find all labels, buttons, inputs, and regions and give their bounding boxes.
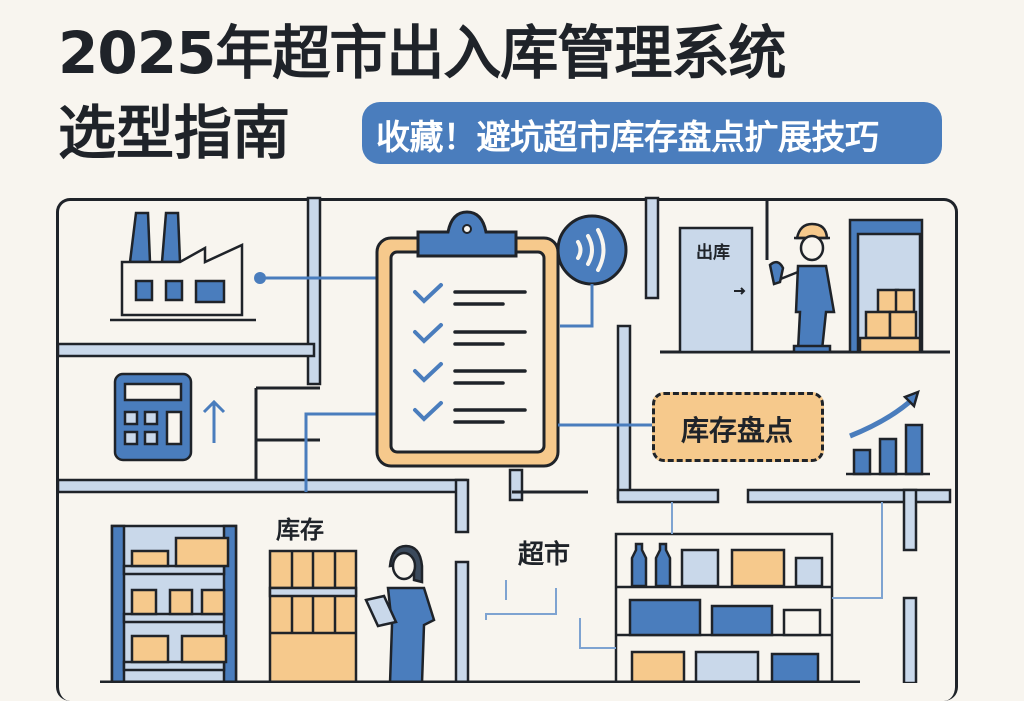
- warehouse-shelf-icon: [110, 524, 238, 683]
- box-stack-icon: [268, 549, 358, 683]
- cargo-shelf-icon: [848, 218, 924, 354]
- arrow-up-icon: [202, 399, 226, 443]
- growth-chart-icon: [846, 389, 930, 476]
- floorplan-illustration: [56, 196, 952, 683]
- floorplan-frame: [56, 198, 958, 701]
- page-title-line1: 2025年超市出入库管理系统: [58, 19, 786, 87]
- worker-with-scanner: [768, 222, 836, 354]
- supermarket-shelf-icon: [614, 532, 834, 683]
- stock-label: 库存: [276, 516, 324, 544]
- supermarket-label: 超市: [518, 540, 571, 570]
- inventory-check-badge: 库存盘点: [652, 392, 824, 462]
- factory-icon: [110, 211, 256, 322]
- subtitle-banner-text: 收藏！避坑超市库存盘点扩展技巧: [376, 118, 879, 158]
- door-label: 出库: [696, 243, 730, 263]
- clipboard-checklist-icon: [375, 210, 560, 468]
- subtitle-banner: 收藏！避坑超市库存盘点扩展技巧: [362, 102, 942, 164]
- calculator-icon: [113, 372, 193, 462]
- page-title-line2: 选型指南: [58, 99, 291, 167]
- nfc-signal-icon: [556, 214, 628, 286]
- inventory-check-label: 库存盘点: [681, 414, 794, 447]
- door-icon: [678, 226, 754, 354]
- staff-with-tablet: [364, 544, 436, 683]
